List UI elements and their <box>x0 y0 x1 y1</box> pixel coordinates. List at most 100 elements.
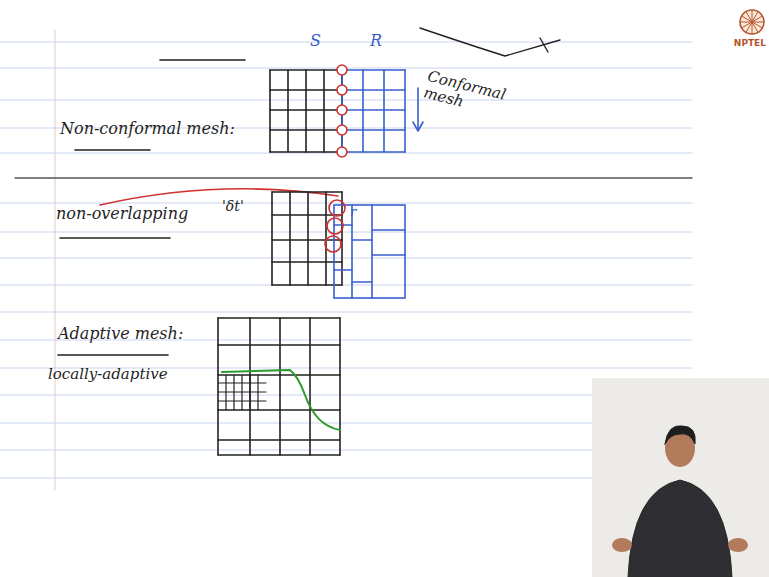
mesh-grid-r <box>372 229 405 231</box>
underline <box>60 237 170 239</box>
mesh-grid-s <box>269 70 271 152</box>
mesh-grid-r <box>404 70 406 152</box>
logo-spoke <box>752 22 753 33</box>
mesh-grid-r <box>383 70 385 152</box>
partial-sketch <box>420 28 560 56</box>
logo-spoke <box>747 12 753 22</box>
adaptive-grid <box>218 374 340 376</box>
handwritten-label: Non-conformal mesh: <box>60 120 235 138</box>
logo-spoke <box>741 22 752 23</box>
arrow-head <box>413 122 423 131</box>
handwritten-label: 'δt' <box>222 198 244 214</box>
interface-node-circle <box>325 236 341 252</box>
mesh-grid-r <box>352 239 372 241</box>
mesh-grid-r <box>342 89 405 91</box>
mesh-grid-r <box>372 254 405 256</box>
mesh-grid-s <box>272 261 342 263</box>
underline <box>160 59 245 61</box>
logo-spoke <box>752 11 753 22</box>
video-inset <box>592 378 769 577</box>
partial-sketch <box>540 38 548 52</box>
ruled-line <box>0 232 692 233</box>
mesh-grid-r <box>342 109 405 111</box>
ruled-line <box>0 258 692 259</box>
handwritten-label: locally-adaptive <box>48 366 168 383</box>
underline <box>75 149 150 151</box>
mesh-grid-r <box>342 129 405 131</box>
underline <box>58 354 168 356</box>
handwritten-label: non-overlapping <box>56 205 188 223</box>
ruled-line <box>0 478 692 479</box>
handwritten-label: Adaptive mesh: <box>58 325 183 343</box>
adaptive-grid <box>218 454 340 456</box>
presenter-hand <box>728 538 748 552</box>
logo-text: NPTEL <box>734 38 766 48</box>
mesh-grid-s <box>272 191 342 193</box>
refined-cell <box>218 400 266 401</box>
interface-node-circle <box>337 105 347 115</box>
ruled-line <box>0 312 692 313</box>
logo-spoke <box>752 22 758 32</box>
mesh-grid-r <box>362 70 364 152</box>
margin-line <box>55 30 56 490</box>
logo-spoke <box>752 22 763 23</box>
mesh-grid-s <box>341 192 343 285</box>
adaptive-grid <box>218 317 340 319</box>
presenter-body <box>628 480 732 577</box>
adaptive-grid <box>309 318 311 455</box>
mesh-grid-r <box>352 281 372 283</box>
logo-spoke <box>752 17 762 23</box>
mesh-grid-s <box>323 70 325 152</box>
interface-node-circle <box>337 147 347 157</box>
adaptive-grid <box>339 318 341 455</box>
mesh-grid-s <box>270 89 342 91</box>
mesh-grid-s <box>289 192 291 285</box>
adaptive-grid <box>249 318 251 455</box>
handwritten-label: S <box>310 32 321 50</box>
mesh-grid-s <box>307 192 309 285</box>
adaptive-grid <box>218 344 340 346</box>
refined-cell <box>218 382 266 383</box>
ruled-line <box>0 450 692 451</box>
mesh-grid-r <box>342 69 405 71</box>
adaptive-grid <box>279 318 281 455</box>
handwritten-label: R <box>370 32 382 50</box>
refined-cell <box>218 391 266 392</box>
handwritten-label: r <box>350 205 356 220</box>
mesh-grid-r <box>334 269 352 271</box>
logo-wheel <box>740 10 764 34</box>
adaptive-grid <box>218 439 340 441</box>
solution-curve <box>222 370 340 430</box>
section-divider <box>15 177 692 178</box>
presenter-hand <box>612 538 632 552</box>
interface-node-circle <box>337 125 347 135</box>
mesh-grid-s <box>272 284 342 286</box>
direction-arrow <box>417 88 419 130</box>
adaptive-grid <box>217 318 219 455</box>
ruled-line <box>0 395 692 396</box>
handwritten-label: Conformal mesh <box>422 68 498 118</box>
adaptive-grid <box>218 409 340 411</box>
mesh-grid-r <box>342 151 405 153</box>
interface-node-circle <box>337 85 347 95</box>
mesh-grid-s <box>270 109 342 111</box>
mesh-grid-s <box>270 69 342 71</box>
interface-node-circle <box>329 200 345 216</box>
mesh-grid-s <box>271 192 273 285</box>
interface-node-circle <box>337 65 347 75</box>
mesh-grid-s <box>305 70 307 152</box>
ruled-line <box>0 100 692 101</box>
presenter-hair <box>665 426 695 444</box>
mesh-grid-s <box>270 151 342 153</box>
mesh-grid-r <box>334 205 405 298</box>
logo-spoke <box>742 22 752 28</box>
interface-node-circle <box>327 218 343 234</box>
mesh-grid-r <box>371 205 373 298</box>
mesh-grid-s <box>287 70 289 152</box>
ruled-line <box>0 42 692 43</box>
ruled-line <box>0 285 692 286</box>
mesh-grid-s <box>272 239 342 241</box>
ruled-line <box>0 423 692 424</box>
mesh-grid-s <box>270 129 342 131</box>
